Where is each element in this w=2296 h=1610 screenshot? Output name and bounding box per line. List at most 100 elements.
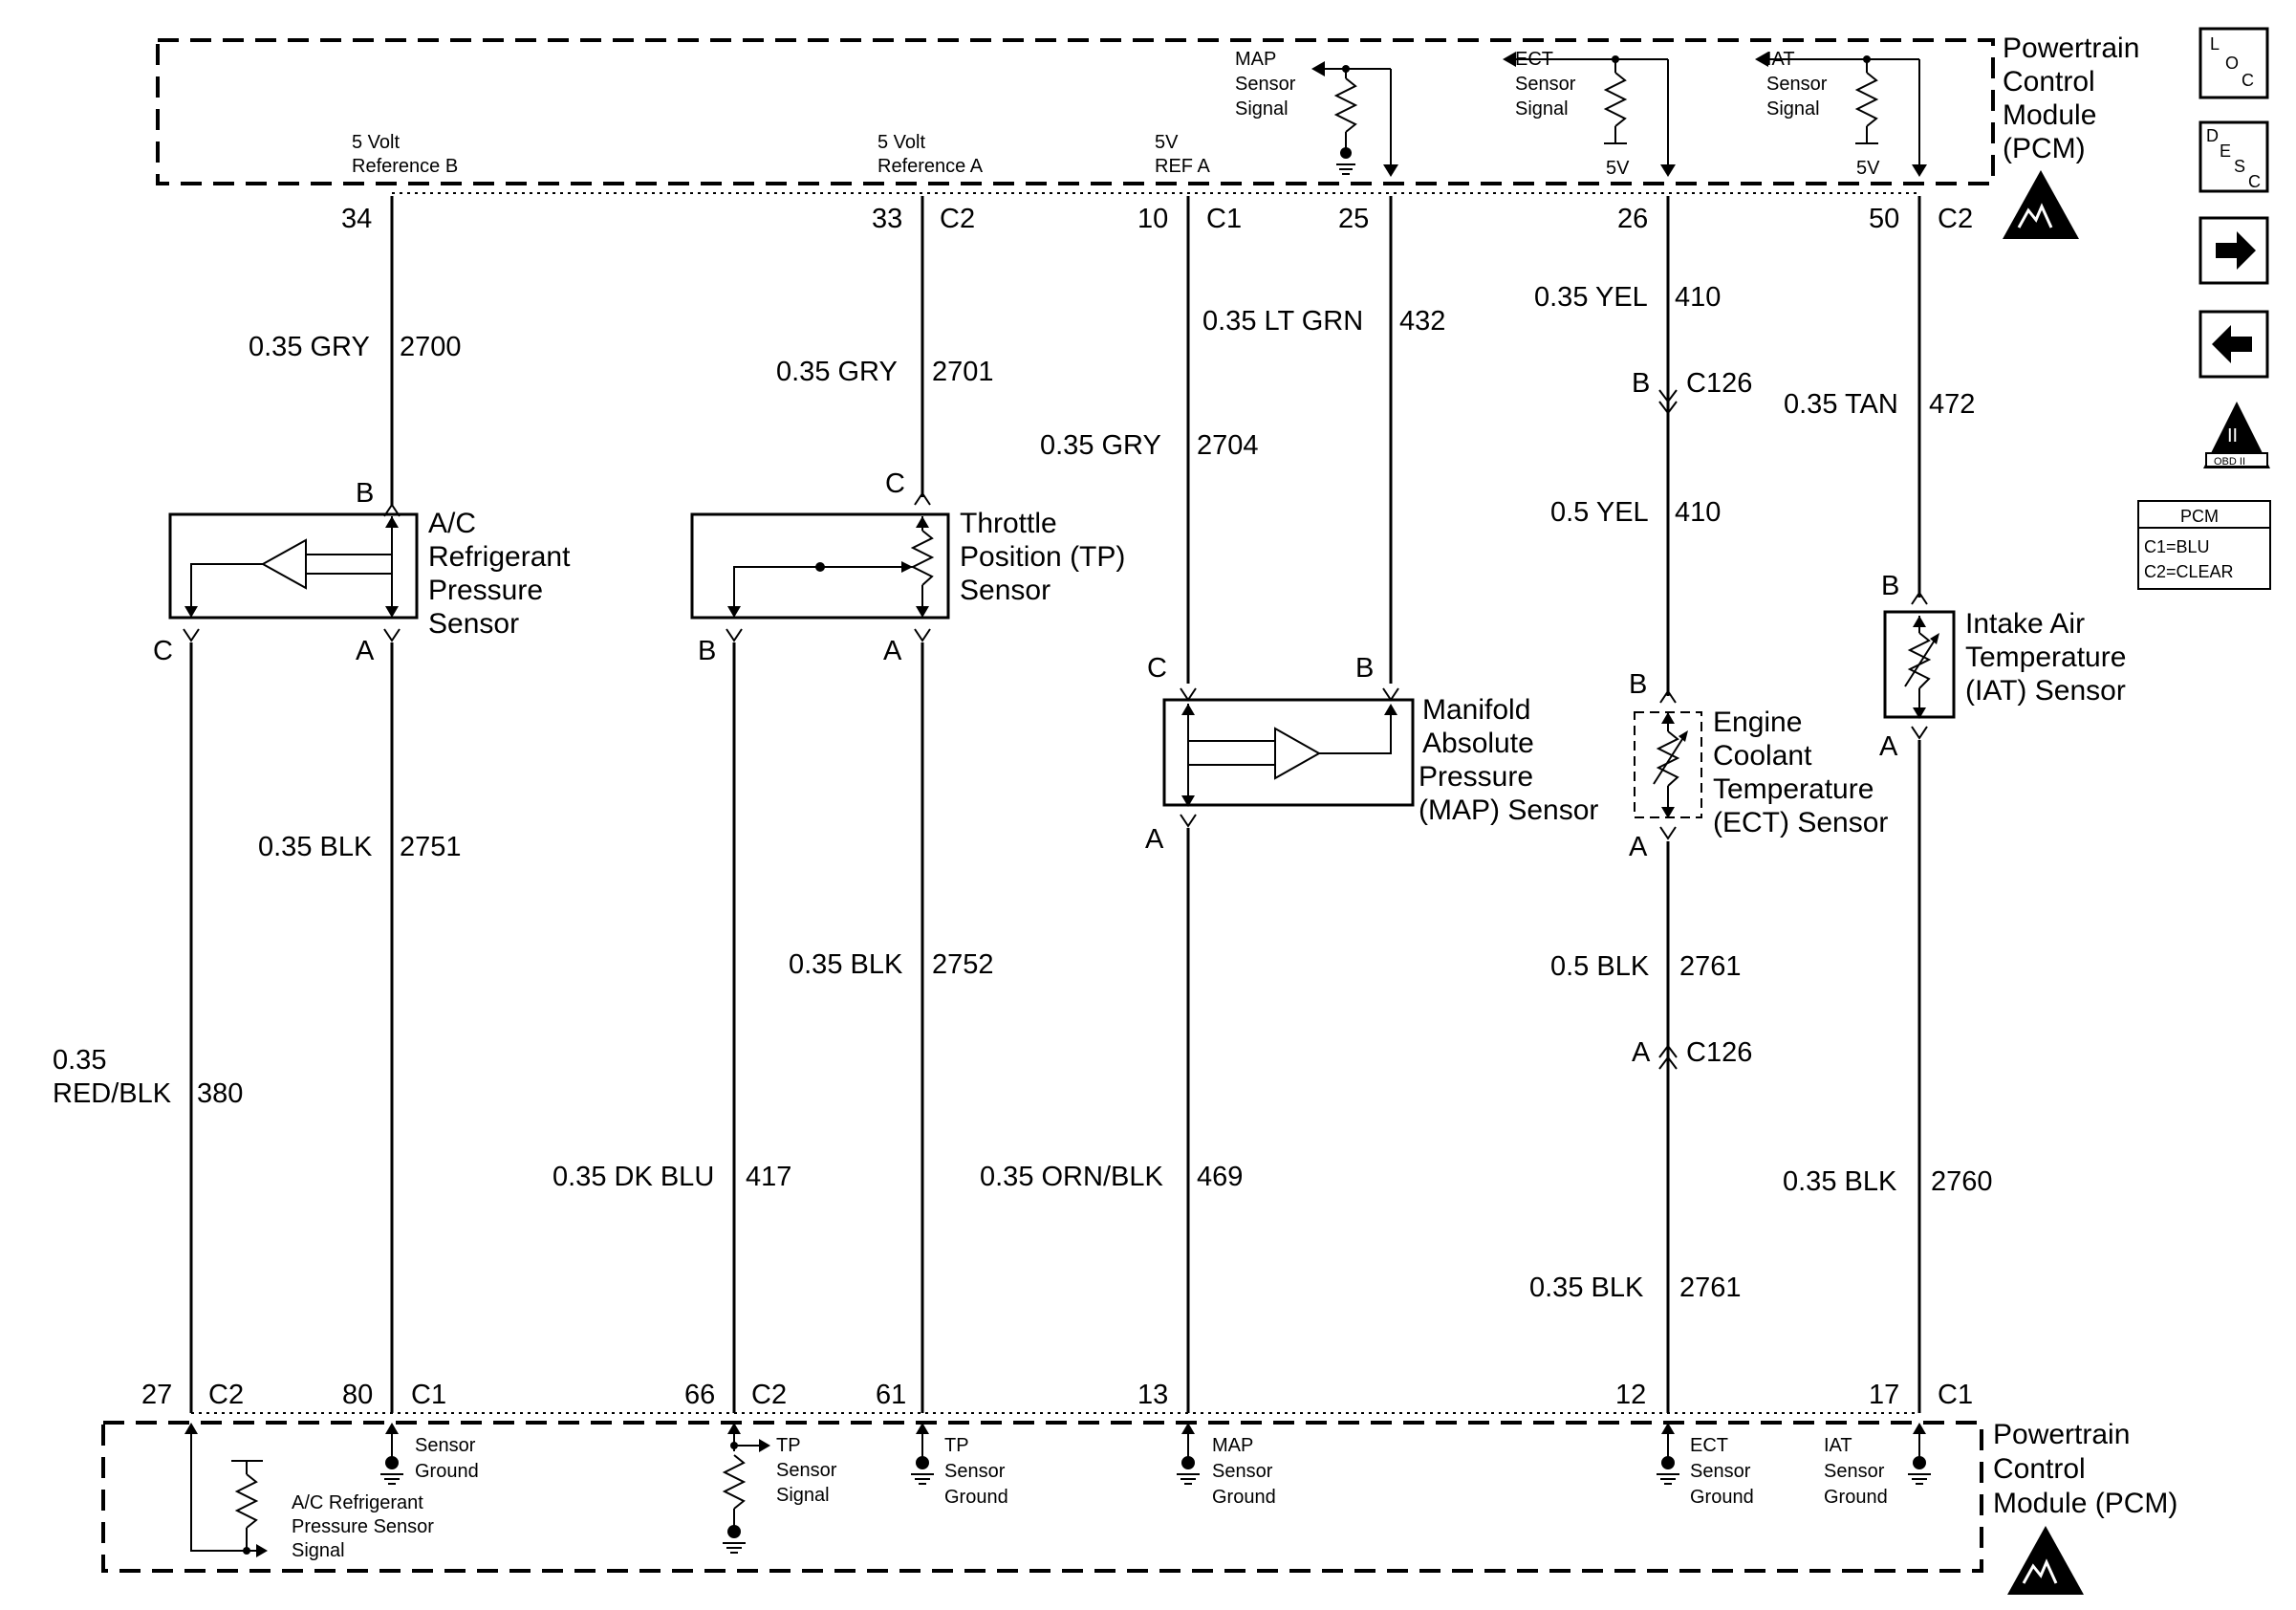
esd-warning-icon <box>2003 170 2079 239</box>
svg-text:Control: Control <box>2003 66 2095 98</box>
svg-text:Control: Control <box>1993 1453 2086 1485</box>
svg-text:Ground: Ground <box>944 1487 1008 1508</box>
svg-text:MAP: MAP <box>1212 1435 1253 1456</box>
svg-text:C: C <box>2248 172 2261 191</box>
svg-text:B: B <box>1355 653 1374 684</box>
svg-text:0.35 ORN/BLK: 0.35 ORN/BLK <box>980 1162 1163 1192</box>
svg-text:Sensor: Sensor <box>960 575 1051 606</box>
iat-sensor: B A Intake Air Temperature (IAT) Sensor <box>1879 571 2126 762</box>
svg-text:C: C <box>2242 71 2254 90</box>
svg-text:Ground: Ground <box>1212 1487 1276 1508</box>
wire-432-label: 0.35 LT GRN 432 <box>1202 306 1445 337</box>
wire-472-label: 0.35 TAN 472 <box>1784 389 1975 420</box>
ref-b-label: 5 Volt Reference B <box>352 132 458 177</box>
pcm-top-label: Powertrain Control Module (PCM) <box>2003 33 2139 164</box>
ac-signal-internal: A/C Refrigerant Pressure Sensor Signal <box>184 1423 434 1561</box>
svg-text:5V: 5V <box>1606 158 1630 179</box>
top-pin-10: 10 <box>1137 204 1168 234</box>
svg-text:Sensor: Sensor <box>944 1461 1006 1482</box>
svg-text:Powertrain: Powertrain <box>2003 33 2139 64</box>
svg-text:Reference B: Reference B <box>352 156 458 177</box>
svg-text:0.35 BLK: 0.35 BLK <box>1783 1166 1897 1197</box>
svg-text:L: L <box>2210 34 2220 54</box>
svg-text:2701: 2701 <box>932 357 994 387</box>
svg-text:Signal: Signal <box>1515 98 1569 120</box>
svg-text:469: 469 <box>1197 1162 1243 1192</box>
svg-text:A: A <box>1629 832 1648 862</box>
svg-text:B: B <box>1632 368 1650 399</box>
svg-text:A: A <box>356 636 375 666</box>
svg-text:A/C Refrigerant: A/C Refrigerant <box>292 1492 423 1513</box>
next-arrow-icon[interactable] <box>2199 216 2269 285</box>
sensor-ground-80: Sensor Ground <box>380 1423 479 1485</box>
map-sensor: C B A Manifold Absolute Pressure (MAP) S… <box>1145 653 1598 855</box>
ref-5v-label: 5V REF A <box>1155 132 1210 177</box>
svg-text:0.35 BLK: 0.35 BLK <box>1529 1273 1644 1303</box>
wire-2701-label: 0.35 GRY 2701 <box>776 357 994 387</box>
svg-text:MAP: MAP <box>1235 49 1276 70</box>
top-pin-33: 33 <box>872 204 902 234</box>
wire-2761a-label: 0.5 BLK 2761 <box>1550 951 1742 982</box>
wire-380-label: 0.35 RED/BLK 380 <box>53 1045 243 1109</box>
svg-text:A/C: A/C <box>428 508 476 539</box>
tp-signal-internal: TP Sensor Signal <box>722 1423 837 1554</box>
svg-text:Signal: Signal <box>776 1485 830 1506</box>
svg-text:2761: 2761 <box>1679 951 1742 982</box>
throttle-position-sensor: C B A Throttle Position (TP) Sensor <box>690 468 1125 666</box>
svg-text:0.35 LT GRN: 0.35 LT GRN <box>1202 306 1363 337</box>
svg-text:Ground: Ground <box>1824 1487 1888 1508</box>
top-pin-34: 34 <box>341 204 372 234</box>
svg-text:0.35 TAN: 0.35 TAN <box>1784 389 1898 420</box>
svg-text:Intake Air: Intake Air <box>1965 608 2085 640</box>
svg-text:2751: 2751 <box>400 832 462 862</box>
svg-text:380: 380 <box>197 1078 243 1109</box>
svg-text:Signal: Signal <box>1235 98 1289 120</box>
svg-text:2700: 2700 <box>400 332 462 362</box>
bottom-pin-13: 13 <box>1137 1380 1168 1410</box>
svg-text:B: B <box>698 636 716 666</box>
svg-text:0.35 BLK: 0.35 BLK <box>789 949 903 980</box>
svg-text:A: A <box>1145 824 1164 855</box>
svg-text:5V: 5V <box>1856 158 1880 179</box>
top-conn-c2a: C2 <box>940 204 975 234</box>
wire-2761b-label: 0.35 BLK 2761 <box>1529 1273 1742 1303</box>
bottom-conn-c1a: C1 <box>411 1380 446 1410</box>
svg-text:Temperature: Temperature <box>1713 773 1874 805</box>
svg-text:Signal: Signal <box>292 1540 345 1561</box>
svg-text:C1=BLU: C1=BLU <box>2144 537 2210 556</box>
top-conn-c1a: C1 <box>1206 204 1242 234</box>
wire-469-label: 0.35 ORN/BLK 469 <box>980 1162 1243 1192</box>
svg-text:Ground: Ground <box>415 1461 479 1482</box>
desc-icon[interactable]: D E S C <box>2199 120 2269 193</box>
bottom-pin-66: 66 <box>684 1380 715 1410</box>
top-conn-c2b: C2 <box>1938 204 1973 234</box>
bottom-conn-c1b: C1 <box>1938 1380 1973 1410</box>
svg-text:S: S <box>2234 157 2245 176</box>
svg-text:RED/BLK: RED/BLK <box>53 1078 172 1109</box>
svg-text:Position (TP): Position (TP) <box>960 541 1125 573</box>
svg-text:B: B <box>356 478 374 509</box>
svg-text:(ECT) Sensor: (ECT) Sensor <box>1713 807 1888 838</box>
svg-text:Pressure Sensor: Pressure Sensor <box>292 1516 434 1537</box>
wire-2700-label: 0.35 GRY 2700 <box>249 332 462 362</box>
svg-text:B: B <box>1881 571 1899 601</box>
svg-text:5 Volt: 5 Volt <box>352 132 400 153</box>
svg-text:TP: TP <box>776 1435 801 1456</box>
svg-text:(IAT) Sensor: (IAT) Sensor <box>1965 675 2126 707</box>
svg-text:Manifold: Manifold <box>1422 694 1530 726</box>
svg-text:2704: 2704 <box>1197 430 1259 461</box>
previous-arrow-icon[interactable] <box>2199 310 2269 379</box>
svg-text:0.35 GRY: 0.35 GRY <box>776 357 898 387</box>
svg-text:PCM: PCM <box>2180 507 2219 526</box>
loc-icon[interactable]: L O C <box>2199 27 2269 99</box>
svg-text:C: C <box>885 468 905 499</box>
map-internal-circuit <box>1311 61 1398 177</box>
svg-text:0.35 BLK: 0.35 BLK <box>258 832 373 862</box>
svg-text:410: 410 <box>1675 282 1721 313</box>
svg-text:Absolute: Absolute <box>1422 728 1534 759</box>
ect-ground-internal: ECT Sensor Ground <box>1657 1423 1754 1508</box>
top-pin-25: 25 <box>1338 204 1369 234</box>
ac-refrigerant-sensor: B C A A/C Refrigerant Pressure Sensor <box>153 478 571 666</box>
svg-text:Sensor: Sensor <box>1212 1461 1273 1482</box>
bottom-conn-c2a: C2 <box>208 1380 244 1410</box>
